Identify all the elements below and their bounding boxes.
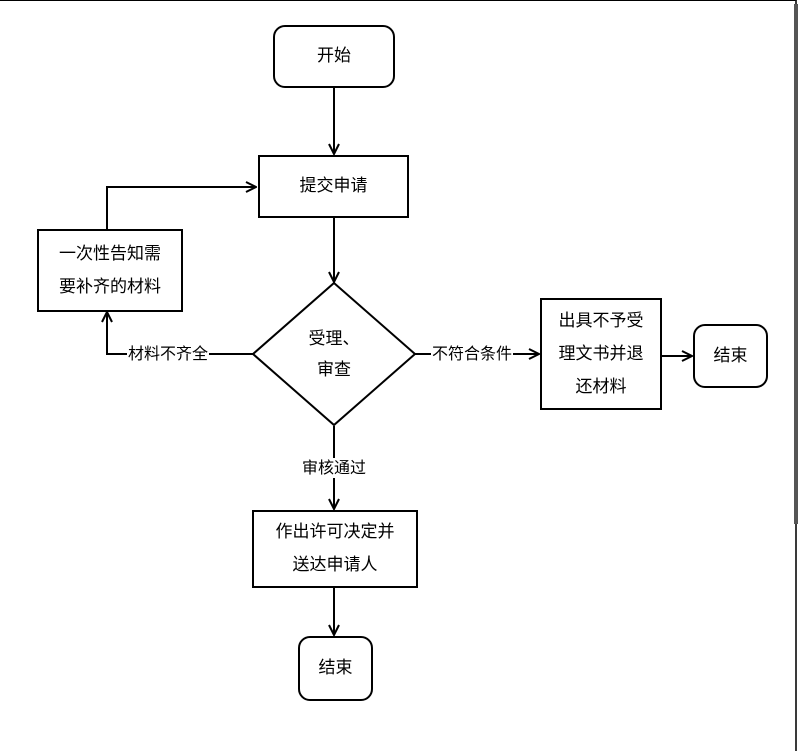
review-label-line2: 审查 (317, 360, 351, 380)
submit-label: 提交申请 (299, 176, 368, 196)
review-label-line1: 受理、 (308, 329, 360, 349)
end-node-bottom: 结束 (298, 636, 373, 701)
decision-node: 作出许可决定并 送达申请人 (252, 510, 418, 588)
decision-label-line2: 送达申请人 (292, 555, 378, 575)
notify-node: 一次性告知需 要补齐的材料 (37, 229, 183, 312)
end-bottom-label: 结束 (318, 658, 353, 678)
end-node-right: 结束 (693, 324, 768, 388)
end-right-label: 结束 (713, 345, 748, 366)
start-node: 开始 (273, 25, 395, 88)
approved-label: 审核通过 (301, 458, 368, 478)
review-label: 受理、 审查 (289, 324, 379, 386)
scrollbar-thumb[interactable] (794, 4, 798, 524)
start-label: 开始 (317, 46, 351, 66)
notify-label-line2: 要补齐的材料 (59, 276, 161, 297)
decision-label-line1: 作出许可决定并 (275, 522, 395, 542)
review-diamond (251, 281, 417, 427)
noncompliant-label: 不符合条件 (431, 344, 514, 364)
arrow-notify-to-submit (106, 187, 256, 229)
reject-label-line3: 还材料 (575, 376, 627, 397)
reject-label-line1: 出具不予受 (558, 310, 644, 331)
submit-node: 提交申请 (258, 155, 409, 218)
notify-label-line1: 一次性告知需 (59, 243, 161, 264)
incomplete-materials-label: 材料不齐全 (127, 344, 210, 364)
reject-label-line2: 理文书并退 (558, 343, 644, 364)
reject-node: 出具不予受 理文书并退 还材料 (540, 298, 662, 410)
